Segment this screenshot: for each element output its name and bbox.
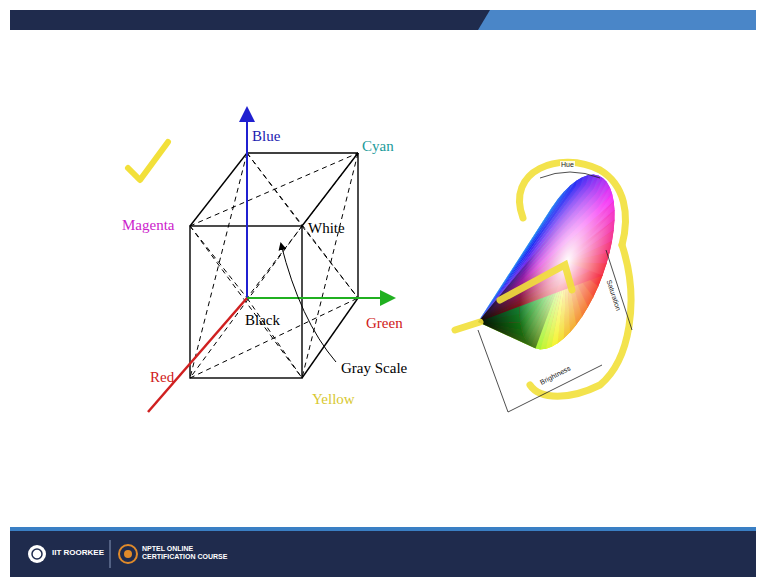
dimension-lines: [478, 172, 632, 412]
header-bar: [10, 10, 756, 30]
axis-label: Red: [150, 369, 174, 386]
gray-scale-leader: [281, 244, 336, 362]
hsv-cone: [478, 163, 634, 362]
dimension-label: Brightness: [538, 364, 573, 387]
blue-axis: [246, 110, 248, 298]
cube-diagonals: [190, 153, 358, 378]
check-mark: [128, 142, 168, 180]
highlighter-marks: [455, 162, 631, 396]
footer-text: IIT ROORKEE: [52, 549, 104, 558]
footer-line: [10, 527, 756, 531]
footer-bar: [10, 531, 756, 577]
vertex-label: Cyan: [362, 138, 394, 155]
axis-label: Blue: [252, 128, 280, 145]
dimension-label: Saturation: [605, 278, 623, 313]
nptel-logo: [119, 545, 137, 563]
vertex-label: Magenta: [122, 217, 174, 234]
vertex-label: Black: [245, 312, 280, 329]
vertex-label: White: [308, 220, 345, 237]
dimension-label: Hue: [560, 161, 575, 169]
header-accent: [478, 10, 756, 30]
red-axis: [148, 298, 247, 412]
green-axis: [247, 297, 392, 299]
axis-label: Green: [366, 315, 403, 332]
cube-edges: [190, 153, 358, 378]
annotation-label: Gray Scale: [341, 360, 407, 377]
footer-text: NPTEL ONLINE CERTIFICATION COURSE: [142, 545, 232, 560]
iit-logo: [28, 545, 46, 563]
vertex-label: Yellow: [312, 391, 355, 408]
